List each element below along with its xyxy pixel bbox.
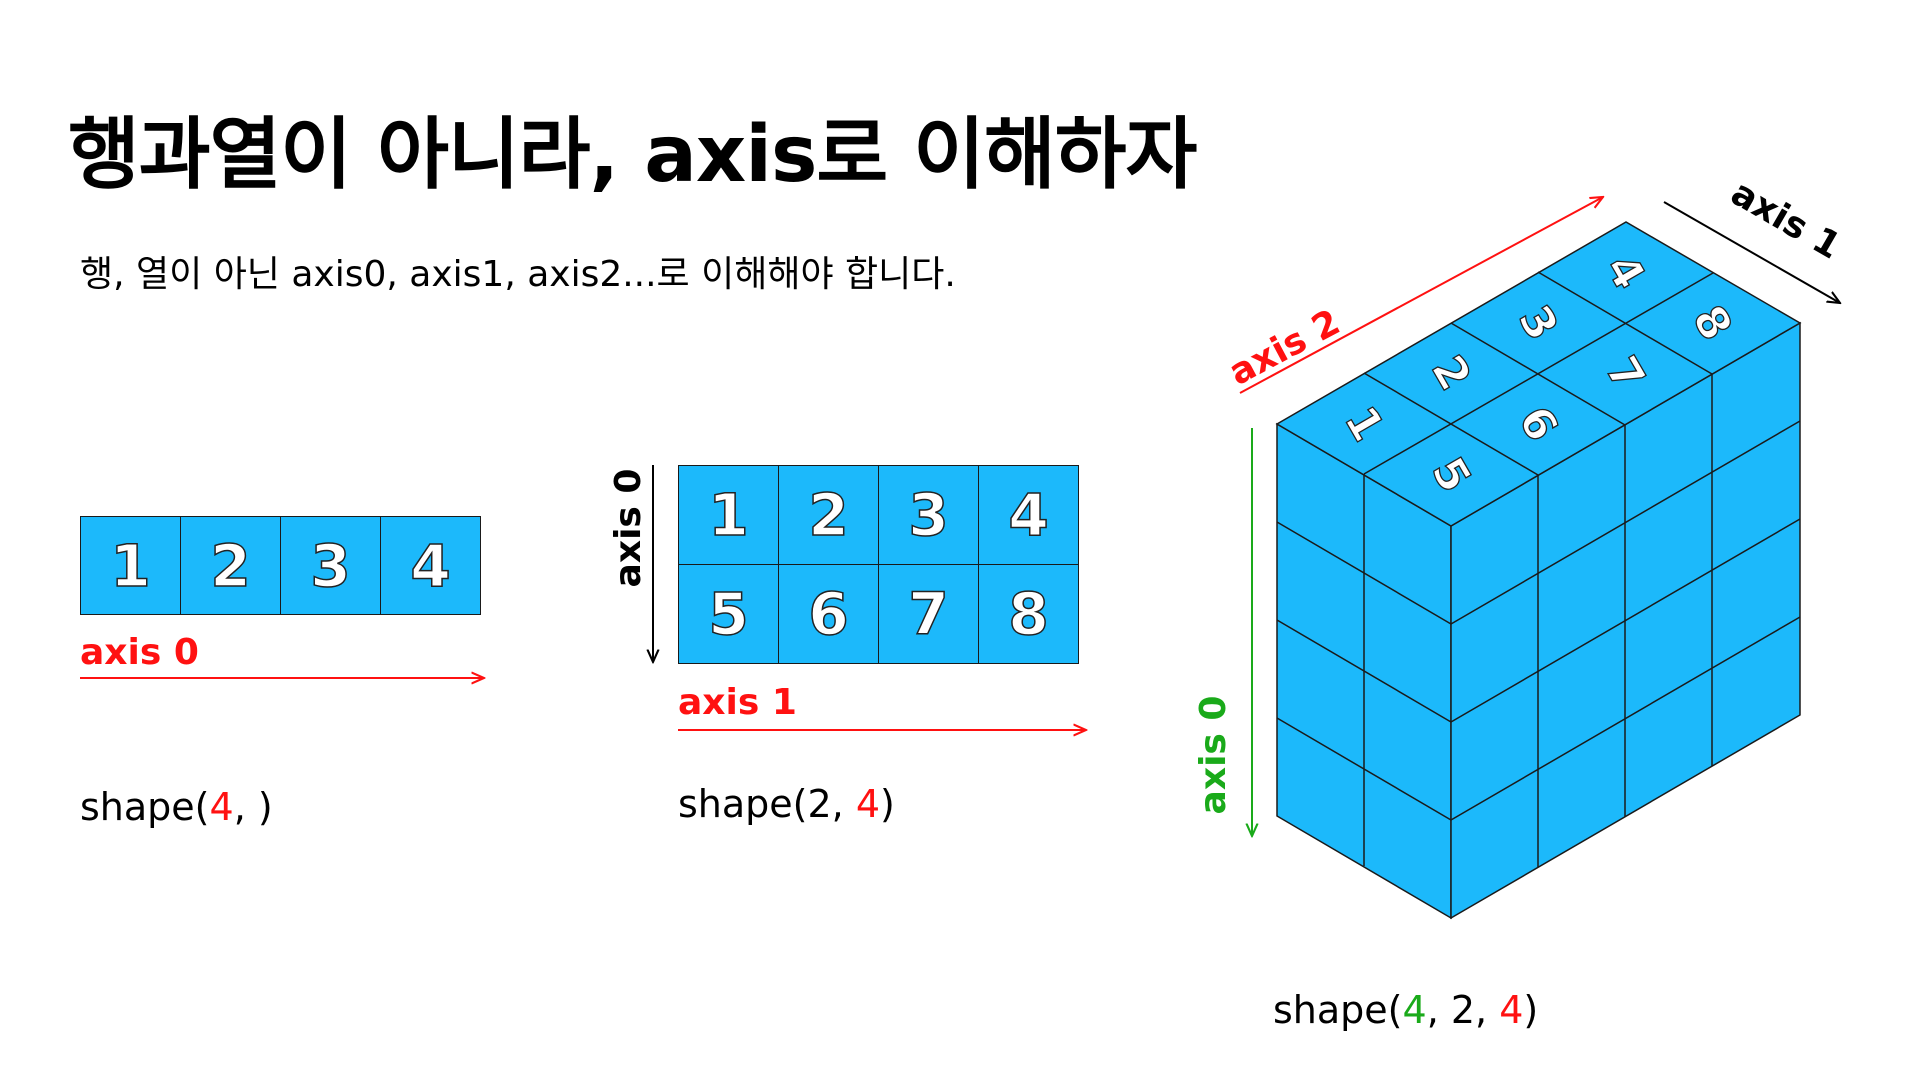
array-2d-shape: shape(2, 4) [678, 782, 895, 826]
array-1d-shape: shape(4, ) [80, 785, 273, 829]
array-3d-axis2-label: axis 2 [1222, 302, 1346, 394]
array-2d-cell: 4 [979, 466, 1079, 565]
array-1d: 1 2 3 4 [80, 516, 481, 615]
array-2d-cell: 3 [879, 466, 979, 565]
array-1d-cell: 1 [81, 517, 181, 615]
array-3d-shape: shape(4, 2, 4) [1273, 988, 1539, 1032]
array-2d-cell: 7 [879, 565, 979, 664]
array-2d-cell: 6 [779, 565, 879, 664]
array-3d-axis2-arrow [1239, 197, 1603, 394]
array-2d-axis1-label: axis 1 [678, 682, 797, 723]
array-2d: 1 2 3 4 5 6 7 8 [678, 465, 1079, 664]
array-3d-axis1-label: axis 1 [1724, 173, 1847, 268]
array-3d-axis0-label: axis 0 [1193, 696, 1234, 815]
page-title: 행과열이 아니라, axis로 이해하자 [68, 110, 1197, 200]
array-3d-axis1-arrow [1663, 201, 1840, 303]
array-2d-cell: 1 [679, 466, 779, 565]
array-1d-cell: 2 [181, 517, 281, 615]
array-2d-cell: 2 [779, 466, 879, 565]
page-subtitle: 행, 열이 아닌 axis0, axis1, axis2...로 이해해야 합니… [80, 254, 956, 295]
array-3d-cube [1275, 221, 1802, 920]
array-2d-axis0-label: axis 0 [608, 469, 649, 588]
array-2d-cell: 8 [979, 565, 1079, 664]
array-1d-axis0-label: axis 0 [80, 632, 199, 673]
array-1d-cell: 3 [281, 517, 381, 615]
array-2d-cell: 5 [679, 565, 779, 664]
array-1d-cell: 4 [381, 517, 481, 615]
